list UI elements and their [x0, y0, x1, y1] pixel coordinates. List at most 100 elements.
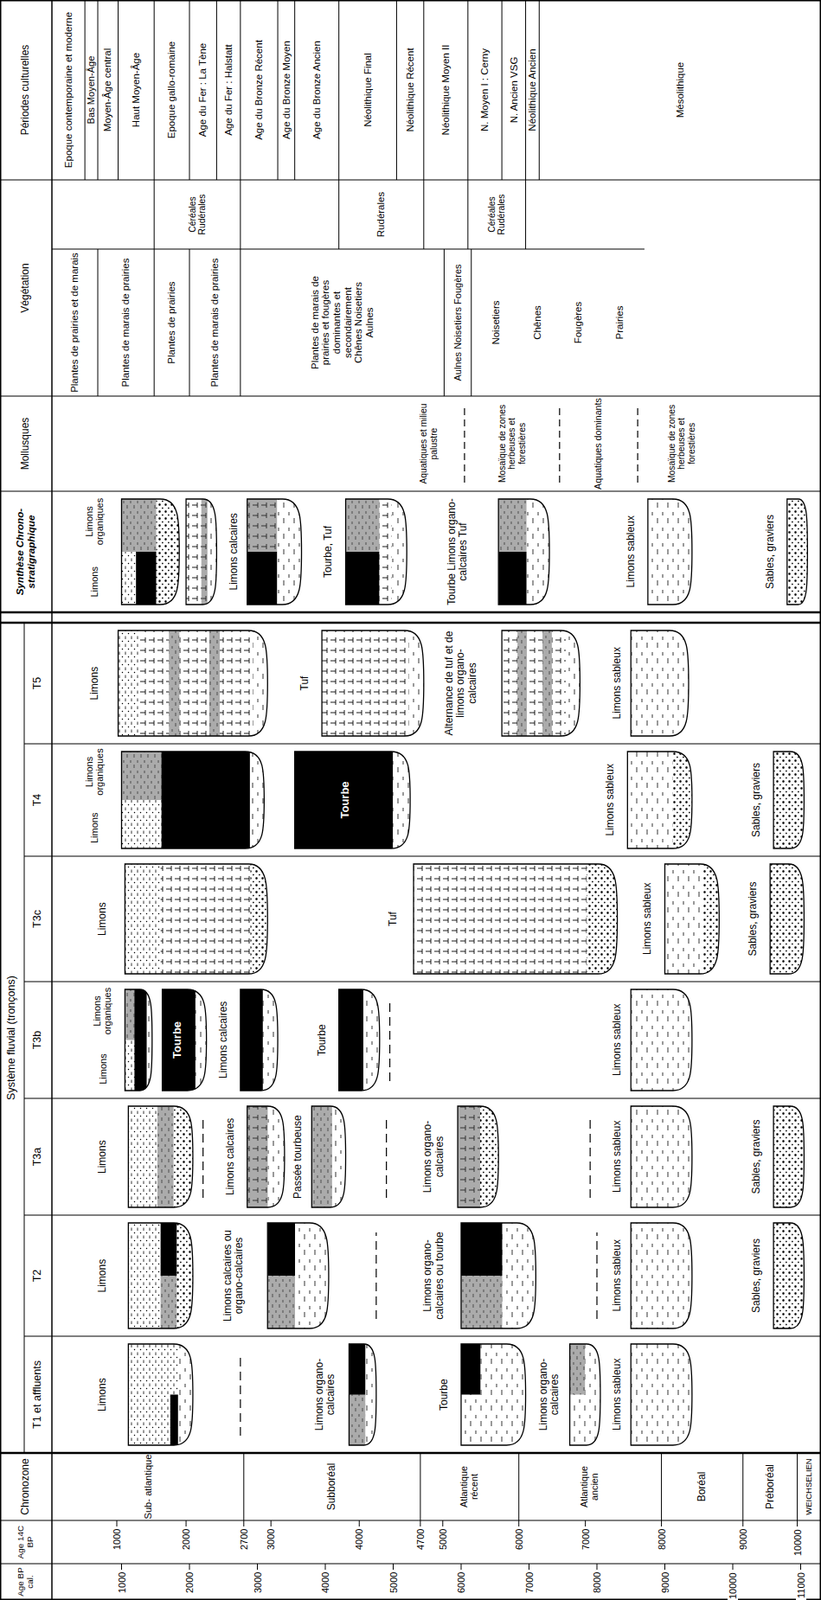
axis-tick-label: 4700 [415, 1527, 426, 1553]
channel-outline [773, 1223, 804, 1329]
period-cell: Epoque contemporaine et moderne [51, 0, 85, 180]
table-line [423, 179, 424, 250]
sediment-fill [461, 1223, 537, 1329]
text-area: Néolithique Récent [396, 0, 424, 180]
sediment-layer [348, 1394, 366, 1446]
period-cell: Néolithique Final [339, 0, 398, 180]
period-cell: Néolithique Moyen II [423, 0, 469, 180]
cell-text: Haut Moyen-Âge [130, 52, 142, 128]
sediment-fill [295, 751, 411, 849]
table-line [51, 0, 53, 1600]
sediment-fill [321, 630, 424, 737]
table-line [796, 1453, 798, 1521]
axis-tick-label: 8000 [591, 1571, 603, 1596]
vegetation-cell: Céréales Rudérales [153, 179, 241, 250]
table-line [338, 179, 340, 250]
text-block: Néolithique Récent [404, 47, 417, 132]
text-area: Plantes de marais de prairies [189, 249, 241, 397]
sediment-layer [295, 1223, 329, 1329]
section-header: T1 et affluents [24, 1336, 52, 1454]
sediment-layer [160, 1223, 178, 1277]
chronozone-cell: Subboréal [243, 1453, 421, 1521]
sediment-layer [134, 989, 148, 1091]
table-line [97, 0, 99, 180]
sediment-layer [128, 1223, 161, 1329]
chronozone-cell: Préboréal [743, 1453, 798, 1521]
cell-text: Age du Bronze Moyen [281, 40, 293, 140]
table-line [518, 1520, 520, 1527]
table-line [121, 1564, 122, 1571]
layer-label: Limons calcaires [218, 1000, 230, 1081]
vegetation-cell: Plantes de prairies [153, 249, 190, 397]
axis-tick-label: 1000 [116, 1571, 128, 1596]
cell-text: Synthèse Chrono-stratigraphique [14, 491, 38, 613]
channel-outline [630, 630, 689, 737]
cell-text: Préboréal [764, 1464, 777, 1510]
axis-tick-label: 4000 [320, 1571, 331, 1596]
table-line [239, 179, 241, 250]
table-line [0, 1564, 821, 1566]
channel-outline [769, 864, 804, 975]
text-area: Synthèse Chrono-stratigraphique [0, 491, 52, 613]
table-line [277, 0, 279, 180]
vegetation-cell: Céréales Rudérales [468, 179, 526, 250]
table-line [742, 1453, 744, 1521]
table-line [24, 1336, 821, 1338]
sediment-layer [346, 499, 380, 552]
layer-label: Sables, graviers [764, 513, 777, 591]
layer-label: Tourbe [339, 779, 353, 821]
cell-text: Atlantique récent [459, 1453, 481, 1521]
text-area: Mosaïque de zones herbeuses et forestièr… [637, 396, 726, 492]
sediment-fill [267, 1223, 329, 1329]
table-line [243, 1520, 244, 1527]
cell-text: Plantes de prairies et de marais [69, 252, 81, 393]
table-line [660, 1520, 662, 1527]
period-cell: Néolithique Récent [396, 0, 424, 180]
table-line [590, 1116, 591, 1199]
sediment-fill [186, 499, 218, 605]
table-line [84, 0, 86, 180]
text-area: Préboréal [743, 1453, 798, 1521]
text-area: Aulnes Noisetiers Fougères [443, 249, 471, 397]
table-line [442, 1520, 443, 1527]
table-line [294, 0, 296, 180]
group-header: Système fluvial (tronçons)T1 et affluent… [0, 622, 52, 1454]
sediment-layer [247, 551, 278, 606]
channel-outline [240, 989, 278, 1091]
text-area: Plantes de marais de prairies [97, 249, 154, 397]
sediment-fill [124, 864, 268, 975]
text-block: N. Ancien VSG [508, 57, 520, 124]
text-area: Chronozone [0, 1453, 52, 1521]
text-area: Plantes de prairies et de marais [51, 249, 98, 397]
cell-text: Plantes de marais de prairies [120, 258, 132, 388]
layer-label: Limons sableux [611, 1119, 623, 1195]
sediment-fill [247, 499, 302, 605]
cell-text: Chênes [532, 300, 544, 345]
sediment-layer [501, 1223, 536, 1329]
section-header: T3a [24, 1098, 52, 1216]
sediment-layer [630, 1223, 693, 1329]
layer-label: Alternance de tuf et de limons organo-ca… [443, 627, 479, 740]
layer-label: Tuf [387, 910, 399, 929]
sediment-layer [247, 499, 278, 552]
text-area: Système fluvial (tronçons) [0, 622, 25, 1454]
channel-outline [124, 864, 268, 975]
table-line [189, 0, 191, 180]
axis-tick-label: 10000 [792, 1527, 803, 1559]
sediment-layer [124, 864, 161, 975]
text-area: Age du Bronze Récent [240, 0, 278, 180]
channel-outline [186, 499, 217, 605]
sediment-fill [630, 1106, 693, 1208]
cell-text: T2 [32, 1269, 45, 1283]
axis-tick-label: 3000 [252, 1571, 263, 1596]
text-area: T4 [24, 744, 52, 857]
sediment-layer [157, 1106, 174, 1208]
text-area: Age du Fer : Halstatt [216, 0, 240, 180]
text-area: Néolithique Final [339, 0, 398, 180]
axis-tick-label: 2000 [180, 1527, 192, 1553]
sediment-layer [773, 1106, 805, 1208]
table-line [24, 1098, 821, 1100]
text-block: T3c [32, 910, 45, 929]
axis-tick-label: 2700 [238, 1527, 250, 1553]
